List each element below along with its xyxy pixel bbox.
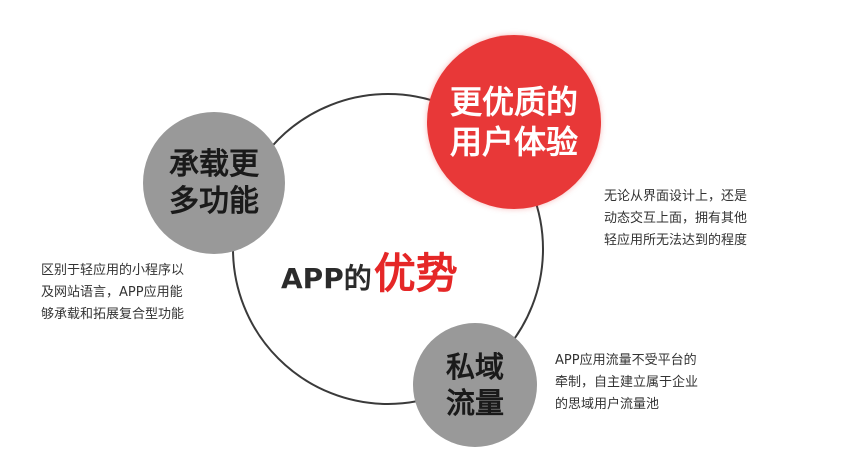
features-description: 区别于轻应用的小程序以 及网站语言，APP应用能 够承载和拓展复合型功能 <box>41 260 184 326</box>
traffic-description: APP应用流量不受平台的 牵制，自主建立属于企业 的思域用户流量池 <box>555 350 698 416</box>
experience-description: 无论从界面设计上，还是 动态交互上面，拥有其他 轻应用所无法达到的程度 <box>604 186 747 252</box>
experience-description-line-1: 无论从界面设计上，还是 <box>604 189 748 204</box>
traffic-description-line-2: 牵制，自主建立属于企业 <box>555 375 699 390</box>
features-description-line-2: 及网站语言，APP应用能 <box>41 285 183 300</box>
page-title: APP的 优势 <box>281 240 458 300</box>
title-emphasis: 优势 <box>373 249 458 298</box>
traffic-heading-line-2: 流量 <box>445 386 504 420</box>
experience-description-line-2: 动态交互上面，拥有其他 <box>604 211 748 226</box>
traffic-description-line-3: 的思域用户流量池 <box>555 397 660 412</box>
features-bubble: 承载更 多功能 <box>143 112 285 254</box>
traffic-bubble: 私域 流量 <box>413 323 537 447</box>
features-heading-line-1: 承载更 <box>169 146 259 182</box>
traffic-heading-line-1: 私域 <box>445 349 504 384</box>
traffic-description-line-1: APP应用流量不受平台的 <box>555 353 697 368</box>
experience-heading-line-2: 用户体验 <box>449 123 578 161</box>
features-description-line-3: 够承载和拓展复合型功能 <box>41 307 185 322</box>
experience-heading-line-1: 更优质的 <box>449 83 578 121</box>
features-heading-line-2: 多功能 <box>169 184 259 219</box>
features-description-line-1: 区别于轻应用的小程序以 <box>41 263 185 278</box>
title-prefix: APP的 <box>281 262 372 295</box>
experience-bubble: 更优质的 用户体验 <box>427 35 601 209</box>
experience-description-line-3: 轻应用所无法达到的程度 <box>604 233 748 248</box>
